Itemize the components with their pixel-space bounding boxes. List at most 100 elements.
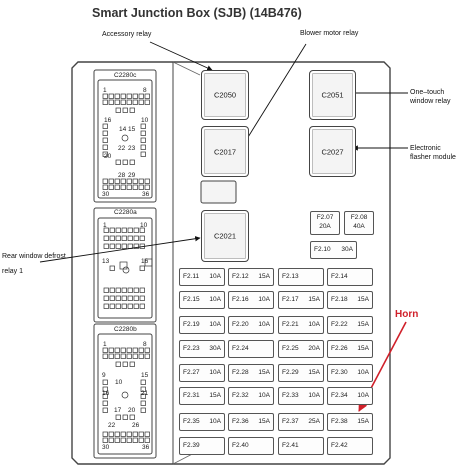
- pin-cell: [115, 303, 121, 309]
- relay-c2051: C2051: [309, 70, 356, 120]
- pin-cell: [133, 287, 139, 293]
- fuse-f2-42: F2.42: [327, 437, 373, 455]
- pin-cell: [109, 235, 115, 241]
- fuse-rating: 10A: [209, 296, 221, 303]
- fuse-f2-14: F2.14: [327, 268, 373, 286]
- pin-cell: [138, 93, 144, 99]
- pin-cell: [114, 437, 120, 443]
- pin-label: 22: [108, 422, 116, 429]
- pin-cell: [114, 353, 120, 359]
- fuse-id: F2.27: [183, 369, 200, 376]
- connector-c2280b: [93, 323, 157, 459]
- pin-cell: [140, 151, 146, 157]
- pin-label: 22: [118, 145, 126, 152]
- pin-cell: [129, 414, 135, 420]
- fuse-id: F2.19: [183, 321, 200, 328]
- pin-cell: [120, 353, 126, 359]
- pin-label: 8: [143, 87, 147, 94]
- pin-cell: [140, 130, 146, 136]
- fuse-id: F2.26: [331, 345, 348, 352]
- pin-label: 17: [114, 407, 122, 414]
- fuse-rating: 20A: [319, 223, 331, 230]
- fuse-id: F2.21: [282, 321, 299, 328]
- pin-cell: [140, 407, 146, 413]
- connector-c2280a-title: C2280a: [114, 209, 137, 216]
- pin-label: 30: [102, 444, 110, 451]
- pin-cell: [121, 391, 129, 399]
- fuse-id: F2.14: [331, 273, 348, 280]
- pin-cell: [102, 400, 108, 406]
- pin-cell: [120, 184, 126, 190]
- flasher-module-line1: Electronic: [410, 145, 441, 152]
- pin-cell: [144, 99, 150, 105]
- relay-c2021-label: C2021: [213, 231, 237, 241]
- relay-c2021: C2021: [201, 210, 249, 262]
- pin-cell: [102, 151, 108, 157]
- pin-cell: [132, 184, 138, 190]
- pin-cell: [108, 178, 114, 184]
- fuse-f2-38: F2.38 15A: [327, 413, 373, 431]
- fuse-rating: 10A: [258, 321, 270, 328]
- fuse-rating: 30A: [341, 246, 353, 253]
- fuse-id: F2.38: [331, 418, 348, 425]
- fuse-rating: 15A: [357, 418, 369, 425]
- relay-c2050-label: C2050: [213, 90, 237, 100]
- pin-cell: [108, 93, 114, 99]
- blower-motor-relay-leader: [239, 43, 307, 151]
- pin-cell: [109, 303, 115, 309]
- one-touch-relay-line2: window relay: [410, 98, 451, 105]
- pin-cell: [140, 379, 146, 385]
- pin-cell: [133, 243, 139, 249]
- fuse-id: F2.24: [232, 345, 249, 352]
- one-touch-relay-label: One–touch window relay: [410, 88, 450, 106]
- pin-cell: [102, 99, 108, 105]
- connector-c2280b-title: C2280b: [114, 326, 137, 333]
- pin-cell: [115, 235, 121, 241]
- pin-cell: [114, 431, 120, 437]
- pin-label: 1: [103, 341, 107, 348]
- fuse-id: F2.25: [282, 345, 299, 352]
- pin-cell: [133, 303, 139, 309]
- pin-cell: [121, 243, 127, 249]
- pin-cell: [115, 107, 121, 113]
- pin-cell: [140, 393, 146, 399]
- pin-cell: [139, 303, 145, 309]
- pin-cell: [102, 431, 108, 437]
- pin-cell: [132, 431, 138, 437]
- pin-cell: [120, 437, 126, 443]
- pin-cell: [102, 144, 108, 150]
- pin-cell: [102, 407, 108, 413]
- pin-cell: [102, 123, 108, 129]
- pin-cell: [132, 93, 138, 99]
- flasher-module-line2: flasher module: [410, 154, 456, 161]
- pin-cell: [129, 107, 135, 113]
- pin-cell: [144, 258, 153, 267]
- pin-cell: [120, 93, 126, 99]
- accessory-relay-label: Accessory relay: [102, 31, 152, 38]
- pin-cell: [121, 134, 129, 142]
- pin-cell: [133, 227, 139, 233]
- connector-c2280c-title: C2280c: [114, 72, 137, 79]
- pin-cell: [140, 137, 146, 143]
- pin-cell: [138, 437, 144, 443]
- pin-cell: [126, 347, 132, 353]
- pin-cell: [103, 303, 109, 309]
- pin-cell: [144, 353, 150, 359]
- pin-cell: [121, 227, 127, 233]
- pin-cell: [102, 184, 108, 190]
- connector-c2280c: [93, 69, 157, 203]
- pin-cell: [139, 287, 145, 293]
- pin-label: 20: [104, 153, 112, 160]
- fuse-id: F2.08: [350, 214, 368, 221]
- relay-c2027: C2027: [309, 126, 356, 177]
- fuse-id: F2.35: [183, 418, 200, 425]
- pin-cell: [102, 137, 108, 143]
- fuse-id: F2.30: [331, 369, 348, 376]
- fuse-rating: 40A: [353, 223, 365, 230]
